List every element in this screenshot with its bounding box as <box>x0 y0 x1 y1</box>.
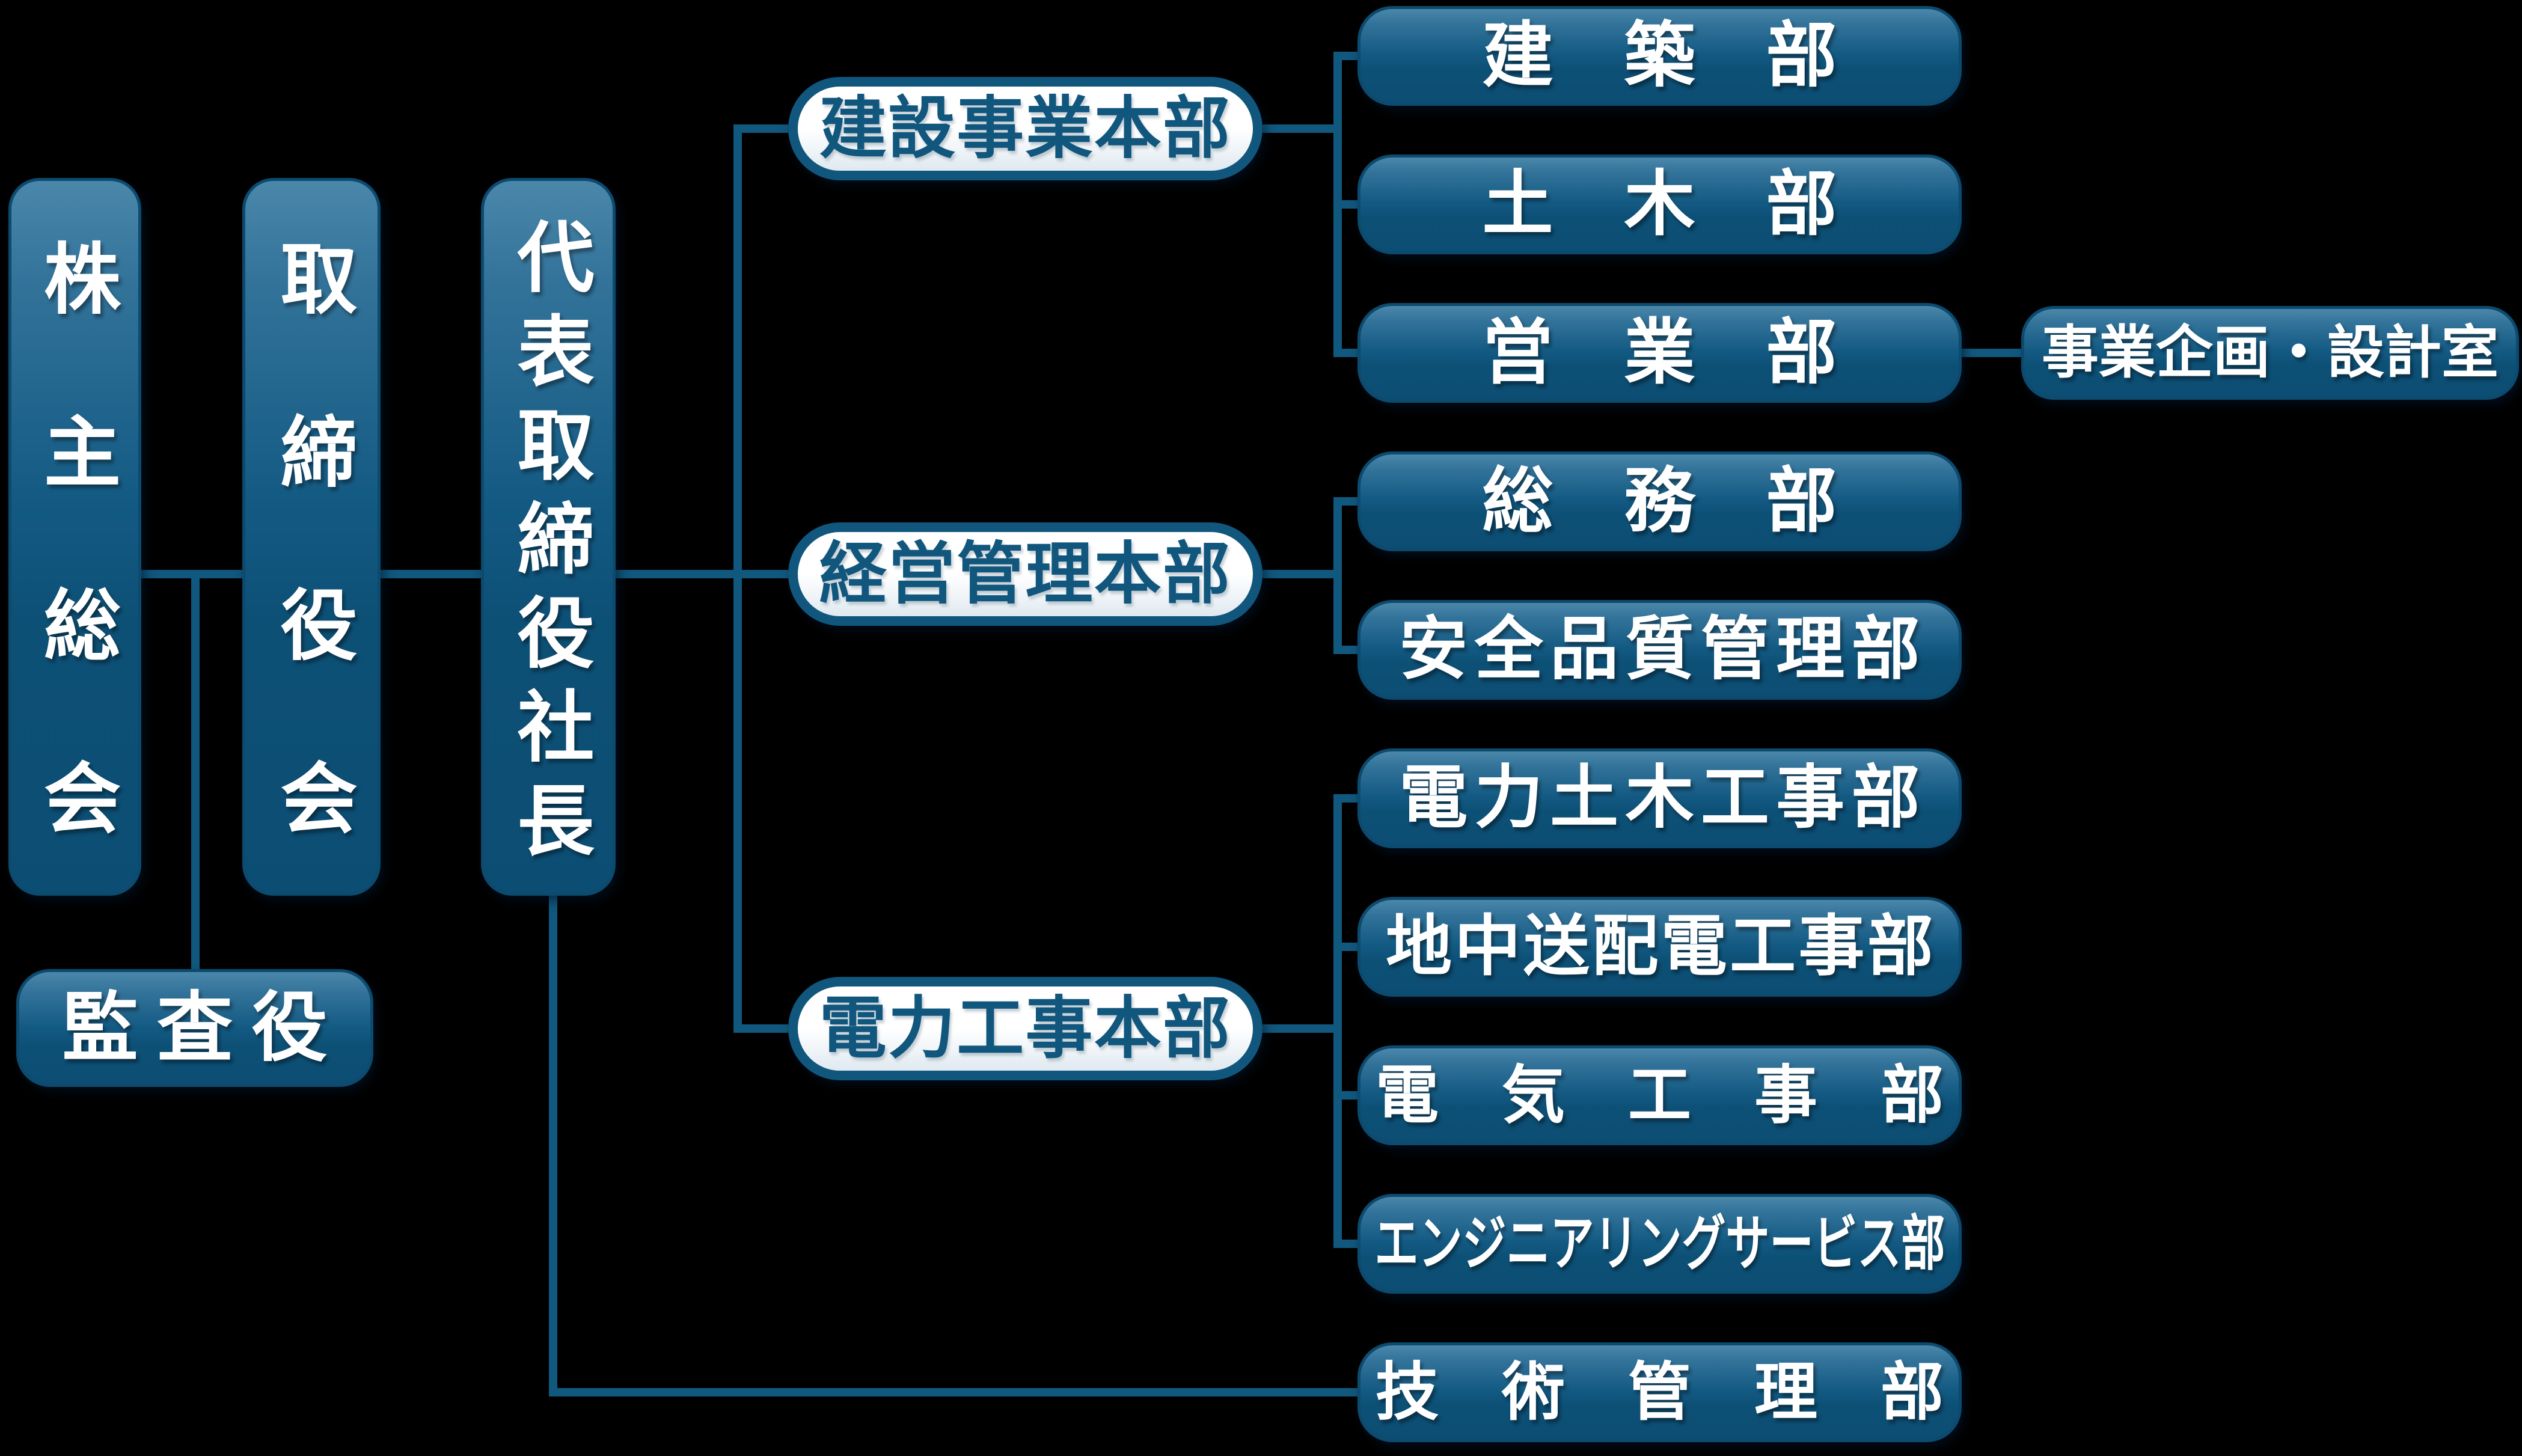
org-node-board-of-directors: 取締役会 <box>242 178 381 931</box>
org-node-president: 代表取締役社長 <box>481 178 616 896</box>
org-node-shareholders-meeting: 株主総会 <box>8 178 141 931</box>
dept-box-electrical-works: 電 気 工 事 部 <box>1357 1045 1962 1145</box>
dept-label: 地中送配電工事部 <box>1386 910 1936 983</box>
dept-label: 安全品質管理部 <box>1399 611 1927 688</box>
connector-line <box>733 124 742 1033</box>
office-box-business-planning-design: 事業企画・設計室 <box>2021 306 2519 400</box>
connector-line <box>1333 52 1357 60</box>
dept-label: 総 務 部 <box>1482 462 1837 541</box>
division-pill-management: 経営管理本部 <box>788 522 1263 626</box>
connector-line <box>1333 497 1342 654</box>
org-node-auditor: 監査役 <box>16 969 373 1087</box>
division-pill-construction: 建設事業本部 <box>788 77 1263 180</box>
connector-line <box>616 570 788 578</box>
connector-line <box>1333 1091 1357 1100</box>
connector-line <box>1333 794 1357 803</box>
dept-label: 営 業 部 <box>1482 313 1837 393</box>
dept-box-general-affairs: 総 務 部 <box>1357 451 1962 551</box>
connector-line <box>1962 349 2021 357</box>
division-label: 建設事業本部 <box>819 91 1232 166</box>
connector-line <box>1333 349 1357 357</box>
dept-box-sales: 営 業 部 <box>1357 303 1962 403</box>
dept-box-power-civil-works: 電力土木工事部 <box>1357 748 1962 848</box>
division-label: 電力工事本部 <box>819 991 1232 1066</box>
connector-line <box>1333 1240 1357 1248</box>
dept-box-underground-transmission: 地中送配電工事部 <box>1357 897 1962 997</box>
connector-line <box>733 124 788 133</box>
connector-line <box>191 570 200 969</box>
dept-label: 電力土木工事部 <box>1399 760 1927 836</box>
dept-box-engineering-service: エンジニアリングサービス部 <box>1357 1194 1962 1294</box>
node-label: 代表取締役社長 <box>506 216 592 874</box>
connector-line <box>1333 943 1357 951</box>
office-label: 事業企画・設計室 <box>2041 320 2499 385</box>
connector-line <box>1263 124 1342 133</box>
node-label: 株主総会 <box>32 239 118 931</box>
connector-line <box>549 896 557 1396</box>
connector-line <box>381 570 481 578</box>
connector-line <box>1263 1024 1342 1033</box>
connector-line <box>549 1388 1357 1396</box>
dept-label: 電 気 工 事 部 <box>1375 1060 1944 1131</box>
division-label: 経営管理本部 <box>819 536 1232 611</box>
dept-label: 土 木 部 <box>1482 165 1837 244</box>
dept-label: エンジニアリングサービス部 <box>1374 1210 1945 1277</box>
dept-box-civil-engineering: 土 木 部 <box>1357 154 1962 254</box>
connector-line <box>1333 794 1342 1248</box>
connector-line <box>1333 646 1357 654</box>
dept-label: 技 術 管 理 部 <box>1375 1357 1944 1428</box>
node-label: 監査役 <box>62 985 346 1070</box>
node-label: 取締役会 <box>269 239 355 931</box>
division-pill-power-works: 電力工事本部 <box>788 977 1263 1080</box>
dept-box-architecture: 建 築 部 <box>1357 6 1962 106</box>
connector-line <box>1263 570 1342 578</box>
dept-box-technical-management: 技 術 管 理 部 <box>1357 1342 1962 1442</box>
connector-line <box>733 1024 788 1033</box>
dept-label: 建 築 部 <box>1482 16 1837 96</box>
dept-box-safety-quality: 安全品質管理部 <box>1357 600 1962 700</box>
connector-line <box>1333 200 1357 209</box>
connector-line <box>1333 497 1357 506</box>
